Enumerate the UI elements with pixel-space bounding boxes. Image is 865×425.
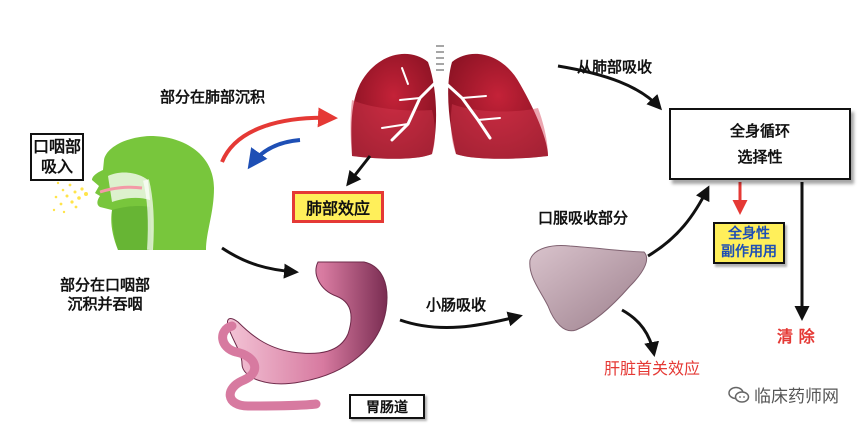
head-icon — [92, 136, 214, 251]
side-effect-line-2: 副作用用 — [721, 244, 777, 260]
spray-icon — [52, 181, 88, 214]
side-effect-line-1: 全身性 — [728, 226, 770, 242]
watermark-text: 临床药师网 — [754, 387, 839, 407]
watermark: 临床药师网 — [728, 382, 839, 407]
oropharynx-deposition-line-2: 沉积并吞咽 — [67, 295, 143, 313]
oral-inhalation-line-1: 口咽部 — [32, 137, 81, 156]
oropharynx-deposition-line-1: 部分在口咽部 — [60, 276, 151, 294]
intestine-absorption-label: 小肠吸收 — [426, 296, 487, 314]
oral-inhalation-line-2: 吸入 — [40, 157, 73, 176]
lung-deposition-label: 部分在肺部沉积 — [160, 88, 266, 106]
lung-effect-arrow — [346, 155, 372, 187]
lung-effect-box: 肺部效应 — [292, 191, 384, 223]
clearance-label: 清 除 — [777, 327, 815, 346]
oropharynx-deposition-label: 部分在口咽部 沉积并吞咽 — [60, 276, 150, 314]
intestine-absorption-arrow — [399, 311, 523, 329]
systemic-circulation-box: 全身循环 选择性 — [669, 108, 851, 180]
swallow-arrow — [221, 246, 299, 279]
lung-absorption-label: 从肺部吸收 — [577, 58, 653, 76]
liver-icon — [529, 245, 648, 332]
lungs-icon — [350, 38, 548, 159]
systemic-side-effect-box: 全身性 副作用用 — [713, 222, 785, 264]
lung-absorption-arrow — [557, 64, 663, 111]
lung-effect-label: 肺部效应 — [305, 199, 370, 218]
lung-deposition-arrow — [220, 107, 338, 163]
stomach-icon — [227, 261, 388, 385]
oral-absorption-label: 口服吸收部分 — [538, 209, 629, 227]
gi-tract-label: 胃肠道 — [366, 399, 408, 416]
intestine-icon — [218, 321, 321, 411]
systemic-line-1: 全身循环 — [729, 122, 790, 140]
systemic-line-2: 选择性 — [737, 148, 783, 166]
lung-return-arrow — [247, 138, 301, 170]
oral-inhalation-box: 口咽部 吸入 — [30, 133, 84, 181]
liver-effect-arrow — [621, 308, 659, 357]
liver-first-pass-label: 肝脏首关效应 — [604, 359, 701, 378]
gi-tract-box: 胃肠道 — [349, 394, 425, 419]
chat-bubble-icon — [728, 386, 750, 403]
oral-absorption-arrow — [647, 185, 710, 258]
